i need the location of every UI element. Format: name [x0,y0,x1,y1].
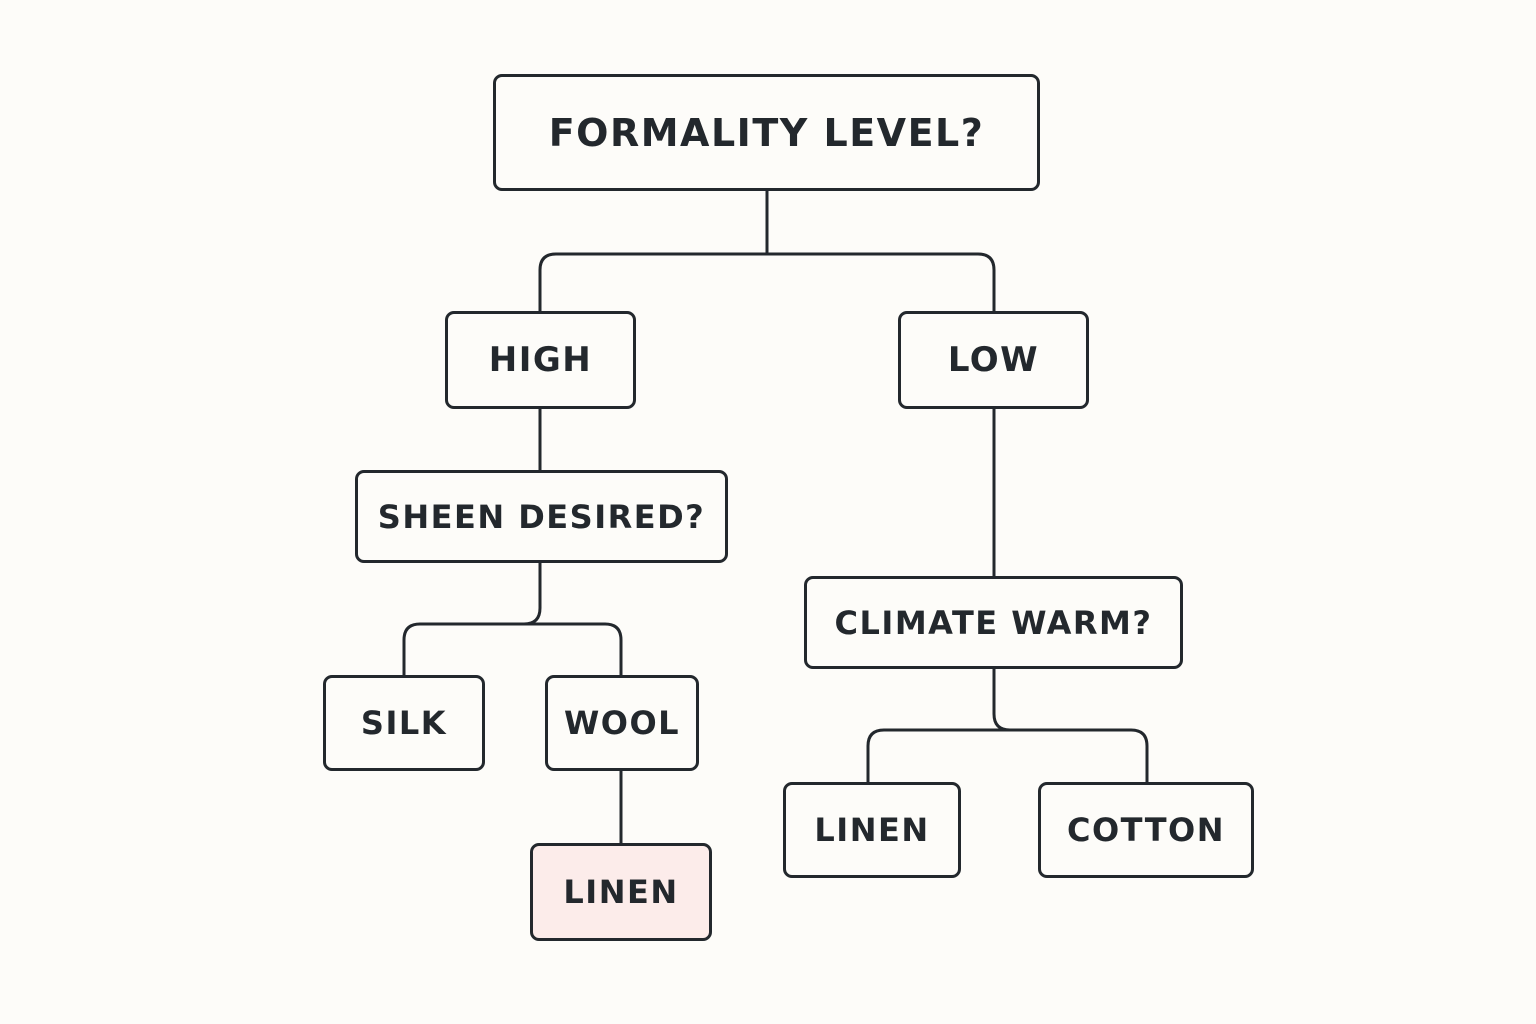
node-linen: LINEN [783,782,961,878]
node-wool-label: WOOL [563,704,681,742]
node-low-label: LOW [947,340,1040,380]
node-cotton: COTTON [1038,782,1254,878]
node-wool: WOOL [545,675,699,771]
node-silk: SILK [323,675,485,771]
node-sheen-desired-label: SHEEN DESIRED? [377,497,706,536]
node-formality-level-label: FORMALITY LEVEL? [548,110,985,155]
node-formality-level: FORMALITY LEVEL? [493,74,1040,191]
node-linen-highlighted: LINEN [530,843,712,941]
edge-climate-to-linen-cotton [866,666,1149,785]
node-linen-highlighted-label: LINEN [563,873,679,911]
node-silk-label: SILK [360,704,448,742]
node-high: HIGH [445,311,636,409]
edge-formality-to-high-low [538,188,996,314]
edge-sheen-to-silk-wool [402,560,623,678]
node-high-label: HIGH [488,340,593,380]
node-climate-warm: CLIMATE WARM? [804,576,1183,669]
node-linen-label: LINEN [814,811,930,849]
node-sheen-desired: SHEEN DESIRED? [355,470,728,563]
node-climate-warm-label: CLIMATE WARM? [834,603,1153,642]
node-cotton-label: COTTON [1066,811,1226,849]
node-low: LOW [898,311,1089,409]
